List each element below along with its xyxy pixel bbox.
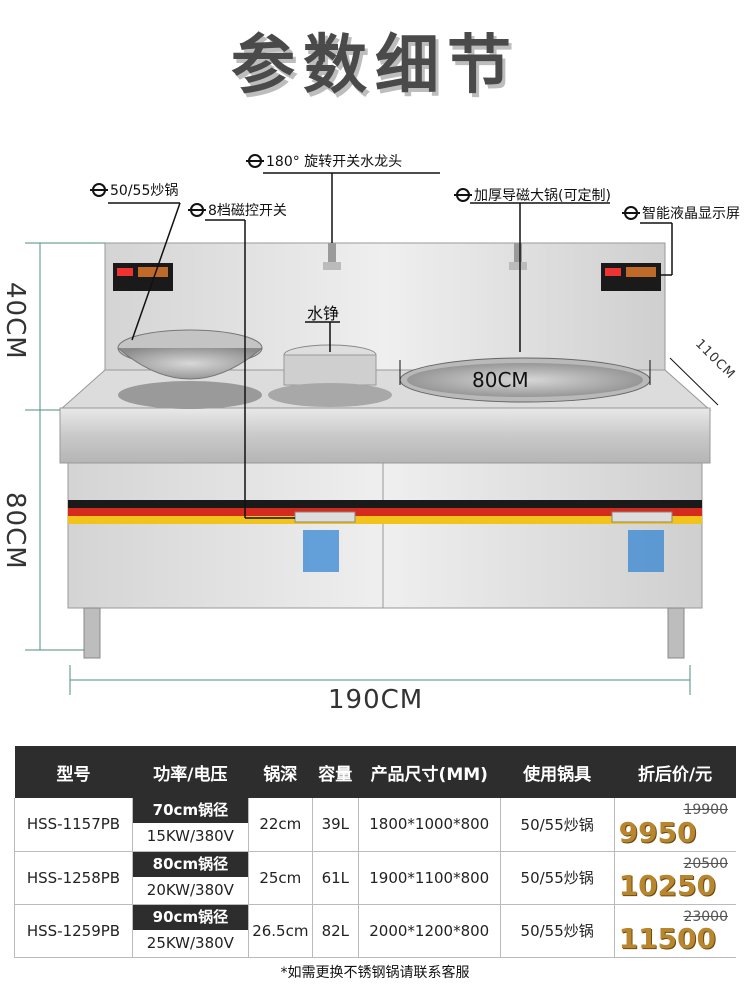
dimension-height-upper: 40CM — [0, 282, 30, 360]
dimension-pot-diameter: 80CM — [472, 368, 529, 392]
power-value: 15KW/380V — [146, 827, 234, 846]
col-price: 折后价/元 — [614, 746, 736, 798]
original-price: 19900 — [683, 802, 728, 818]
callout-wok-size: 50/55炒锅 — [90, 180, 178, 200]
page-title: 参数细节 — [231, 29, 519, 103]
model-cell: HSS-1157PB — [14, 798, 133, 852]
callout-switch: 8档磁控开关 — [188, 200, 287, 220]
col-power: 功率/电压 — [132, 746, 249, 798]
original-price: 23000 — [683, 908, 728, 925]
target-icon — [454, 188, 472, 202]
wok-cell: 50/55炒锅 — [500, 798, 615, 852]
depth-cell: 25cm — [248, 851, 313, 905]
depth-cell: 22cm — [248, 798, 313, 852]
power-cell: 80cm锅径 20KW/380V — [132, 851, 249, 905]
dimension-width: 190CM — [328, 685, 424, 715]
target-icon — [188, 203, 206, 217]
capacity-cell: 39L — [312, 798, 359, 852]
table-header-row: 型号 功率/电压 锅深 容量 产品尺寸(MM) 使用锅具 折后价/元 — [14, 746, 736, 798]
target-icon — [246, 154, 264, 168]
col-depth: 锅深 — [248, 746, 313, 798]
pot-diameter-badge: 80cm锅径 — [132, 851, 248, 877]
callout-lcd: 智能液晶显示屏 — [622, 203, 740, 223]
callout-big-pot: 加厚导磁大锅(可定制) — [454, 185, 611, 205]
discount-price: 11500 — [618, 921, 717, 955]
footnote: *如需更换不锈钢锅请联系客服 — [280, 965, 470, 981]
callout-steamer: 水铮 — [307, 304, 340, 323]
wok-cell: 50/55炒锅 — [500, 904, 615, 958]
depth-cell: 26.5cm — [248, 904, 313, 958]
power-cell: 70cm锅径 15KW/380V — [132, 798, 249, 852]
capacity-cell: 82L — [312, 904, 359, 958]
stove-illustration — [25, 172, 719, 695]
col-size: 产品尺寸(MM) — [358, 746, 501, 798]
price-cell: 19900 9950 — [614, 798, 736, 852]
power-value: 20KW/380V — [146, 880, 234, 899]
table-row: HSS-1157PB 70cm锅径 15KW/380V 22cm 39L 180… — [14, 798, 736, 852]
product-diagram: 180° 旋转开关水龙头 50/55炒锅 8档磁控开关 加厚导磁大锅(可定制) … — [0, 140, 750, 740]
pot-diameter-badge: 90cm锅径 — [132, 904, 248, 930]
wok-cell: 50/55炒锅 — [500, 851, 615, 905]
spec-table: 型号 功率/电压 锅深 容量 产品尺寸(MM) 使用锅具 折后价/元 HSS-1… — [14, 746, 736, 958]
size-cell: 2000*1200*800 — [358, 904, 501, 958]
price-cell: 23000 11500 — [614, 904, 736, 958]
col-model: 型号 — [14, 746, 133, 798]
model-cell: HSS-1259PB — [14, 904, 133, 958]
target-icon — [90, 183, 108, 197]
discount-price: 9950 — [618, 815, 697, 849]
power-cell: 90cm锅径 25KW/380V — [132, 904, 249, 958]
model-cell: HSS-1258PB — [14, 851, 133, 905]
size-cell: 1800*1000*800 — [358, 798, 501, 852]
col-wok: 使用锅具 — [500, 746, 615, 798]
discount-price: 10250 — [618, 868, 717, 902]
power-value: 25KW/380V — [146, 933, 234, 952]
size-cell: 1900*1100*800 — [358, 851, 501, 905]
capacity-cell: 61L — [312, 851, 359, 905]
pot-diameter-badge: 70cm锅径 — [132, 798, 248, 824]
table-row: HSS-1259PB 90cm锅径 25KW/380V 26.5cm 82L 2… — [14, 904, 736, 958]
callout-faucet: 180° 旋转开关水龙头 — [246, 151, 402, 171]
original-price: 20500 — [683, 855, 728, 872]
dimension-height-lower: 80CM — [0, 492, 30, 570]
target-icon — [622, 206, 640, 220]
price-cell: 20500 10250 — [614, 851, 736, 905]
col-capacity: 容量 — [312, 746, 359, 798]
table-row: HSS-1258PB 80cm锅径 20KW/380V 25cm 61L 190… — [14, 851, 736, 905]
